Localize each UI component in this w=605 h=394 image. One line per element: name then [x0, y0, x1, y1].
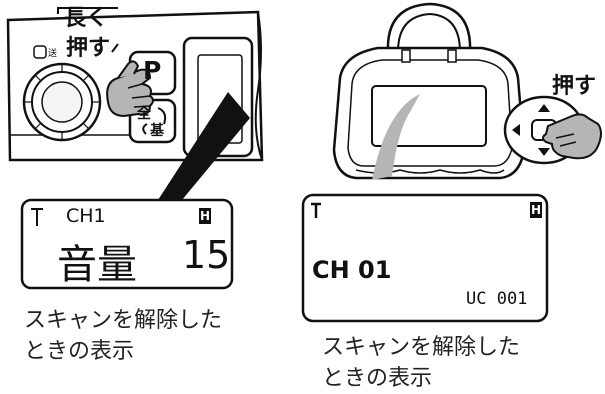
- right-lcd-display: [301, 193, 549, 323]
- press-callout: 押す: [552, 74, 597, 99]
- antenna-icon: [31, 208, 43, 226]
- down-arrow-icon: [538, 148, 550, 156]
- hand-pointer-icon: [106, 60, 154, 118]
- left-lcd-channel: CH1: [66, 205, 106, 227]
- dial-knob-icon: [22, 62, 102, 142]
- send-label: 送: [48, 49, 58, 59]
- long-press-callout-line1: 長く: [64, 6, 109, 31]
- right-caption-line1: スキャンを解除した: [322, 335, 521, 360]
- hand-pointer-icon: [542, 113, 602, 160]
- left-caption-line1: スキャンを解除した: [24, 308, 223, 333]
- up-arrow-icon: [538, 104, 550, 112]
- left-caption-line2: ときの表示: [24, 339, 135, 364]
- antenna-icon: [311, 202, 321, 218]
- right-caption-line2: ときの表示: [322, 366, 433, 391]
- right-lcd-indicator: H: [530, 202, 542, 218]
- mode-switch-arrow-icon: [157, 107, 167, 125]
- left-arrow-icon: [512, 124, 520, 136]
- left-lcd-indicator: H: [199, 208, 211, 224]
- zoom-wedge-left: [158, 92, 250, 200]
- left-lcd-display: [20, 198, 234, 290]
- mode-key-top-label: 全: [137, 106, 151, 122]
- left-lcd-volume-value: 15: [182, 233, 231, 277]
- right-radio-case: [332, 2, 526, 180]
- mode-key-bottom-label: 基: [150, 123, 164, 139]
- right-lcd-channel: CH 01: [312, 256, 392, 284]
- right-lcd-code: UC 001: [466, 289, 528, 309]
- zoom-swoosh-right: [372, 94, 420, 180]
- p-key-label: P: [143, 56, 162, 85]
- long-press-callout-line2: 押す: [66, 36, 111, 61]
- left-lcd-volume-label: 音量: [57, 242, 137, 288]
